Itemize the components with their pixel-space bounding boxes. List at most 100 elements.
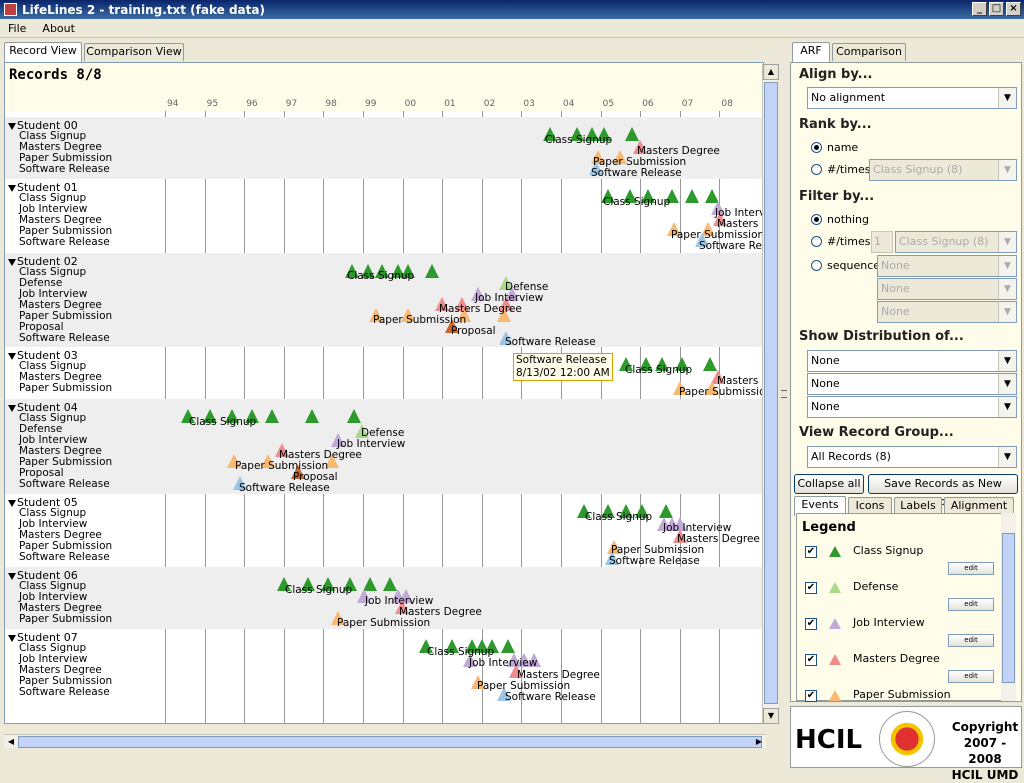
chevron-down-icon[interactable]: ▼	[998, 374, 1016, 394]
event-marker-icon[interactable]	[321, 577, 335, 591]
filter-times-select[interactable]: Class Signup (8) ▼	[895, 231, 1017, 253]
filter-times-spinner[interactable]: 1	[871, 231, 893, 253]
event-marker-icon[interactable]	[499, 297, 513, 311]
chevron-down-icon[interactable]: ▼	[998, 232, 1016, 252]
minimize-icon[interactable]: _	[972, 2, 987, 16]
event-marker-icon[interactable]	[455, 297, 469, 311]
close-icon[interactable]: ×	[1006, 2, 1021, 16]
tab-comparison[interactable]: Comparison	[832, 43, 906, 61]
event-marker-icon[interactable]	[383, 577, 397, 591]
rank-name-radio[interactable]: name	[811, 141, 858, 154]
chevron-down-icon[interactable]: ▼	[998, 160, 1016, 180]
event-marker-icon[interactable]	[591, 150, 605, 164]
event-marker-icon[interactable]	[509, 664, 523, 678]
event-marker-icon[interactable]	[623, 189, 637, 203]
legend-item[interactable]: ✔Paper Submission	[805, 686, 995, 722]
legend-checkbox[interactable]: ✔	[805, 690, 817, 702]
sequence-select-3[interactable]: None▼	[877, 301, 1017, 323]
menu-about[interactable]: About	[42, 21, 75, 35]
event-marker-icon[interactable]	[705, 189, 719, 203]
event-marker-icon[interactable]	[605, 551, 619, 565]
collapse-triangle-icon[interactable]	[8, 499, 16, 507]
event-marker-icon[interactable]	[635, 504, 649, 518]
event-marker-icon[interactable]	[499, 276, 513, 290]
event-marker-icon[interactable]	[291, 465, 305, 479]
event-marker-icon[interactable]	[601, 189, 615, 203]
event-marker-icon[interactable]	[369, 308, 383, 322]
legend-checkbox[interactable]: ✔	[805, 582, 817, 594]
collapse-triangle-icon[interactable]	[8, 404, 16, 412]
event-marker-icon[interactable]	[685, 189, 699, 203]
legend-edit-button[interactable]: edit	[948, 634, 994, 647]
legend-scroll-thumb[interactable]	[1002, 533, 1015, 683]
legend-checkbox[interactable]: ✔	[805, 654, 817, 666]
event-marker-icon[interactable]	[497, 687, 511, 701]
radio-selected-icon[interactable]	[811, 142, 822, 153]
event-marker-icon[interactable]	[655, 357, 669, 371]
event-marker-icon[interactable]	[675, 357, 689, 371]
student-title[interactable]: Student 00	[8, 119, 78, 132]
event-marker-icon[interactable]	[401, 308, 415, 322]
event-marker-icon[interactable]	[497, 308, 511, 322]
event-marker-icon[interactable]	[705, 381, 719, 395]
event-marker-icon[interactable]	[343, 577, 357, 591]
sequence-select-1[interactable]: None▼	[877, 255, 1017, 277]
event-marker-icon[interactable]	[633, 140, 647, 154]
collapse-triangle-icon[interactable]	[8, 572, 16, 580]
menu-file[interactable]: File	[8, 21, 27, 35]
chevron-down-icon[interactable]: ▼	[998, 447, 1016, 467]
event-marker-icon[interactable]	[695, 233, 709, 247]
event-marker-icon[interactable]	[607, 540, 621, 554]
event-marker-icon[interactable]	[233, 476, 247, 490]
event-marker-icon[interactable]	[713, 212, 727, 226]
event-marker-icon[interactable]	[203, 409, 217, 423]
align-select[interactable]: No alignment ▼	[807, 87, 1017, 109]
collapse-all-button[interactable]: Collapse all	[794, 474, 864, 494]
legend-edit-button[interactable]: edit	[948, 670, 994, 683]
event-marker-icon[interactable]	[673, 381, 687, 395]
filter-times-radio[interactable]: #/times	[811, 235, 871, 248]
student-title[interactable]: Student 01	[8, 181, 78, 194]
event-marker-icon[interactable]	[457, 308, 471, 322]
scroll-down-icon[interactable]: ▼	[763, 708, 779, 724]
event-marker-icon[interactable]	[435, 297, 449, 311]
scroll-thumb[interactable]	[764, 82, 778, 704]
event-marker-icon[interactable]	[501, 639, 515, 653]
collapse-triangle-icon[interactable]	[8, 184, 16, 192]
tab-icons[interactable]: Icons	[848, 497, 892, 515]
event-marker-icon[interactable]	[361, 264, 375, 278]
chevron-down-icon[interactable]: ▼	[998, 302, 1016, 322]
event-marker-icon[interactable]	[589, 161, 603, 175]
legend-scrollbar[interactable]	[1001, 513, 1016, 701]
record-group-select[interactable]: All Records (8)▼	[807, 446, 1017, 468]
maximize-icon[interactable]: □	[989, 2, 1004, 16]
event-marker-icon[interactable]	[659, 504, 673, 518]
event-marker-icon[interactable]	[375, 264, 389, 278]
student-title[interactable]: Student 07	[8, 631, 78, 644]
save-group-button[interactable]: Save Records as New Group	[868, 474, 1018, 508]
event-marker-icon[interactable]	[425, 264, 439, 278]
collapse-triangle-icon[interactable]	[8, 634, 16, 642]
chevron-down-icon[interactable]: ▼	[998, 279, 1016, 299]
event-marker-icon[interactable]	[245, 409, 259, 423]
event-marker-icon[interactable]	[543, 127, 557, 141]
event-marker-icon[interactable]	[673, 517, 687, 531]
chevron-down-icon[interactable]: ▼	[998, 88, 1016, 108]
event-marker-icon[interactable]	[619, 504, 633, 518]
event-marker-icon[interactable]	[261, 454, 275, 468]
records-vertical-scrollbar[interactable]: ▲ ▼	[762, 64, 779, 724]
tab-comparison-view[interactable]: Comparison View	[84, 43, 184, 61]
event-marker-icon[interactable]	[325, 454, 339, 468]
student-title[interactable]: Student 03	[8, 349, 78, 362]
event-marker-icon[interactable]	[701, 222, 715, 236]
student-title[interactable]: Student 06	[8, 569, 78, 582]
tab-record-view[interactable]: Record View	[4, 42, 82, 62]
event-marker-icon[interactable]	[585, 127, 599, 141]
